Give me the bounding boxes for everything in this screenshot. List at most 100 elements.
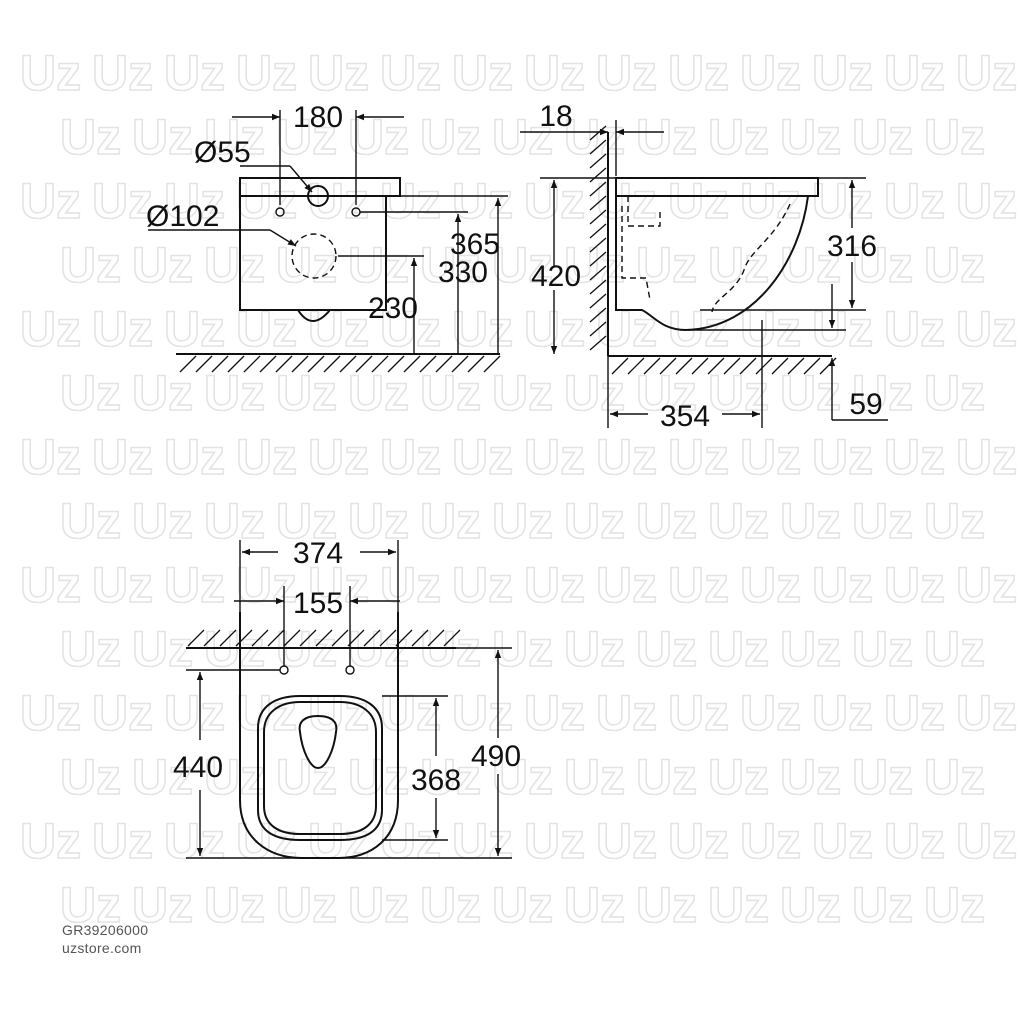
bowl-bottom [297,309,331,322]
watermark-tile: Uz [852,493,913,549]
watermark-tile: Uz [884,557,945,613]
side-bowl-outline [615,177,819,332]
dim-354: 354 [660,400,710,433]
watermark-tile: Uz [164,813,225,869]
hatch-stroke [643,357,661,375]
watermark-tile: Uz [636,877,697,933]
watermark-tile: Uz [276,877,337,933]
watermark-tile: Uz [20,813,81,869]
watermark-tile: Uz [596,45,657,101]
dim-59: 59 [849,388,882,421]
watermark-tile: Uz [884,301,945,357]
watermark-tile: Uz [524,813,585,869]
watermark-tile: Uz [668,429,729,485]
watermark-tile: Uz [164,557,225,613]
hatch-stroke [363,629,381,647]
watermark-tile: Uz [492,621,553,677]
watermark-tile: Uz [564,877,625,933]
hatch-stroke [659,357,677,375]
watermark-tile: Uz [132,237,193,293]
watermark-tile: Uz [596,173,657,229]
hatch-stroke [371,355,389,373]
watermark-tile: Uz [852,877,913,933]
watermark-tile: Uz [636,749,697,805]
hatch-stroke [267,629,285,647]
hatch-stroke [739,357,757,375]
watermark-tile: Uz [236,173,297,229]
watermark-tile: Uz [204,237,265,293]
watermark-tile: Uz [20,301,81,357]
watermark-tile: Uz [636,109,697,165]
watermark-tile: Uz [636,365,697,421]
watermark-tile: Uz [204,749,265,805]
dim-230: 230 [368,292,418,325]
watermark-tile: Uz [380,813,441,869]
watermark-tile: Uz [668,173,729,229]
watermark-tile: Uz [740,685,801,741]
bowl-opening [298,714,338,770]
store-url: uzstore.com [62,940,142,956]
watermark-tile: Uz [852,621,913,677]
watermark-tile: Uz [60,493,121,549]
watermark-tile: Uz [164,173,225,229]
hatch-stroke [387,355,405,373]
watermark-tile: Uz [348,749,409,805]
hatch-stroke [589,153,607,169]
watermark-tile: Uz [132,493,193,549]
watermark-tile: Uz [308,45,369,101]
dim-368: 368 [411,764,461,797]
watermark-tile: Uz [380,45,441,101]
watermark-tile: Uz [420,749,481,805]
watermark-tile: Uz [636,621,697,677]
watermark-tile: Uz [740,813,801,869]
watermark-tile: Uz [452,685,513,741]
watermark-tile: Uz [60,365,121,421]
hatch-stroke [443,629,461,647]
wall-hatch [589,125,607,351]
watermark-tile: Uz [492,365,553,421]
watermark-tile: Uz [924,621,985,677]
hatch-stroke [435,355,453,373]
watermark-tile: Uz [564,493,625,549]
watermark-tile: Uz [204,365,265,421]
hatch-stroke [259,355,277,373]
watermark-tile: Uz [596,429,657,485]
hatch-stroke [589,181,607,197]
watermark-tile: Uz [668,45,729,101]
watermark-tile: Uz [708,109,769,165]
hatch-stroke [589,293,607,309]
watermark-tile: Uz [420,109,481,165]
watermark-tile: Uz [132,749,193,805]
watermark-tile: Uz [740,429,801,485]
floor-hatch [179,355,501,373]
hatch-stroke [627,357,645,375]
watermark-tile: Uz [20,173,81,229]
watermark-tile: Uz [380,429,441,485]
watermark-tile: Uz [92,685,153,741]
hatch-stroke [589,335,607,351]
hatch-stroke [299,629,317,647]
hatch-stroke [315,629,333,647]
hatch-stroke [589,167,607,183]
watermark-tile: Uz [92,301,153,357]
hatch-stroke [403,355,421,373]
watermark-tile: Uz [348,237,409,293]
dim-365: 365 [450,228,500,261]
hatch-stroke [589,195,607,211]
inlet-circle [307,185,329,207]
watermark-tile: Uz [564,621,625,677]
hatch-stroke [339,355,357,373]
watermark-tile: Uz [308,173,369,229]
watermark-tile: Uz [236,45,297,101]
watermark-tile: Uz [380,557,441,613]
watermark-tile: Uz [708,749,769,805]
hatch-stroke [235,629,253,647]
hatch-stroke [589,265,607,281]
watermark-tile: Uz [132,877,193,933]
watermark-tile: Uz [708,237,769,293]
watermark-tile: Uz [636,493,697,549]
watermark-tile: Uz [524,685,585,741]
hatch-stroke [419,355,437,373]
watermark-tile: Uz [452,301,513,357]
watermark-tile: Uz [956,173,1017,229]
